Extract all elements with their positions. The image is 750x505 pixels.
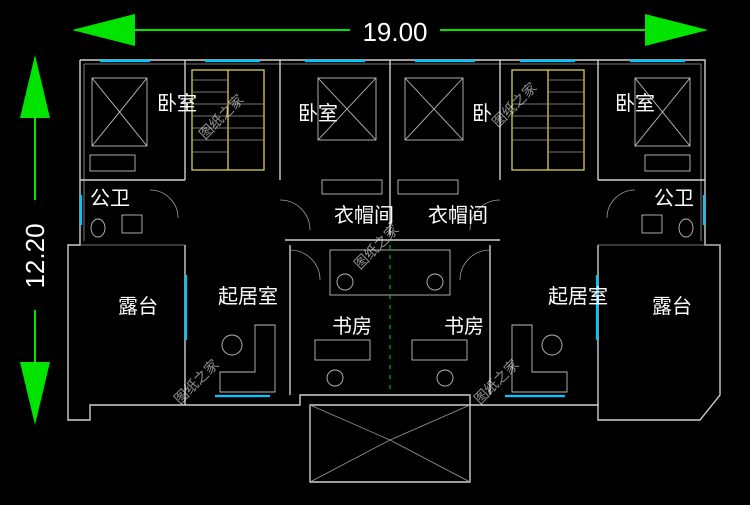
watermark: 图纸之家: [471, 356, 523, 408]
room-label-terrace: 露台: [118, 294, 158, 318]
room-label-terrace: 露台: [652, 294, 692, 318]
bed-icon: [634, 77, 691, 147]
stair-right: [511, 69, 585, 171]
arrow-right-icon: [645, 14, 708, 46]
toilet-icon: [90, 218, 106, 238]
room-label-study: 书房: [332, 314, 372, 338]
toilet-icon: [678, 218, 694, 238]
watermark: 图纸之家: [489, 79, 541, 131]
arrow-left-icon: [72, 14, 135, 46]
room-label-bedroom: 卧室: [615, 91, 655, 115]
room-label-closet: 衣帽间: [334, 203, 394, 227]
room-label-bedroom: 卧室: [298, 101, 338, 125]
room-label-closet: 衣帽间: [428, 203, 488, 227]
room-label-study: 书房: [444, 314, 484, 338]
room-label-toilet: 公卫: [90, 186, 130, 210]
room-labels: 卧室 卧室 卧 卧室 公卫 公卫 衣帽间 衣帽间 露台 起居室 书房 书房 起居…: [90, 91, 694, 338]
room-label-bedroom: 卧室: [157, 91, 197, 115]
room-label-living-room: 起居室: [548, 284, 608, 308]
arrow-up-icon: [20, 55, 50, 118]
watermark: 图纸之家: [171, 356, 223, 408]
width-label: 19.00: [362, 17, 427, 47]
height-label: 12.20: [20, 223, 50, 288]
sofa-icon: [219, 324, 276, 393]
bed-icon: [404, 77, 464, 141]
furniture: [89, 77, 694, 393]
arrow-down-icon: [20, 362, 50, 425]
width-dimension: 19.00: [72, 14, 708, 47]
bed-icon: [91, 77, 148, 147]
desk-icon: [411, 339, 468, 361]
windows: [79, 59, 706, 398]
watermarks: 图纸之家 图纸之家 图纸之家 图纸之家 图纸之家: [171, 79, 541, 408]
room-label-living-room: 起居室: [218, 284, 278, 308]
sofa-icon: [511, 324, 568, 393]
watermark: 图纸之家: [351, 221, 403, 273]
room-label-bedroom: 卧: [472, 101, 492, 125]
bed-icon: [317, 77, 377, 141]
outer-walls: [67, 59, 721, 483]
room-label-toilet: 公卫: [654, 186, 694, 210]
height-dimension: 12.20: [20, 55, 50, 425]
watermark: 图纸之家: [196, 91, 248, 143]
stair-left: [191, 69, 265, 171]
desk-icon: [314, 339, 371, 361]
